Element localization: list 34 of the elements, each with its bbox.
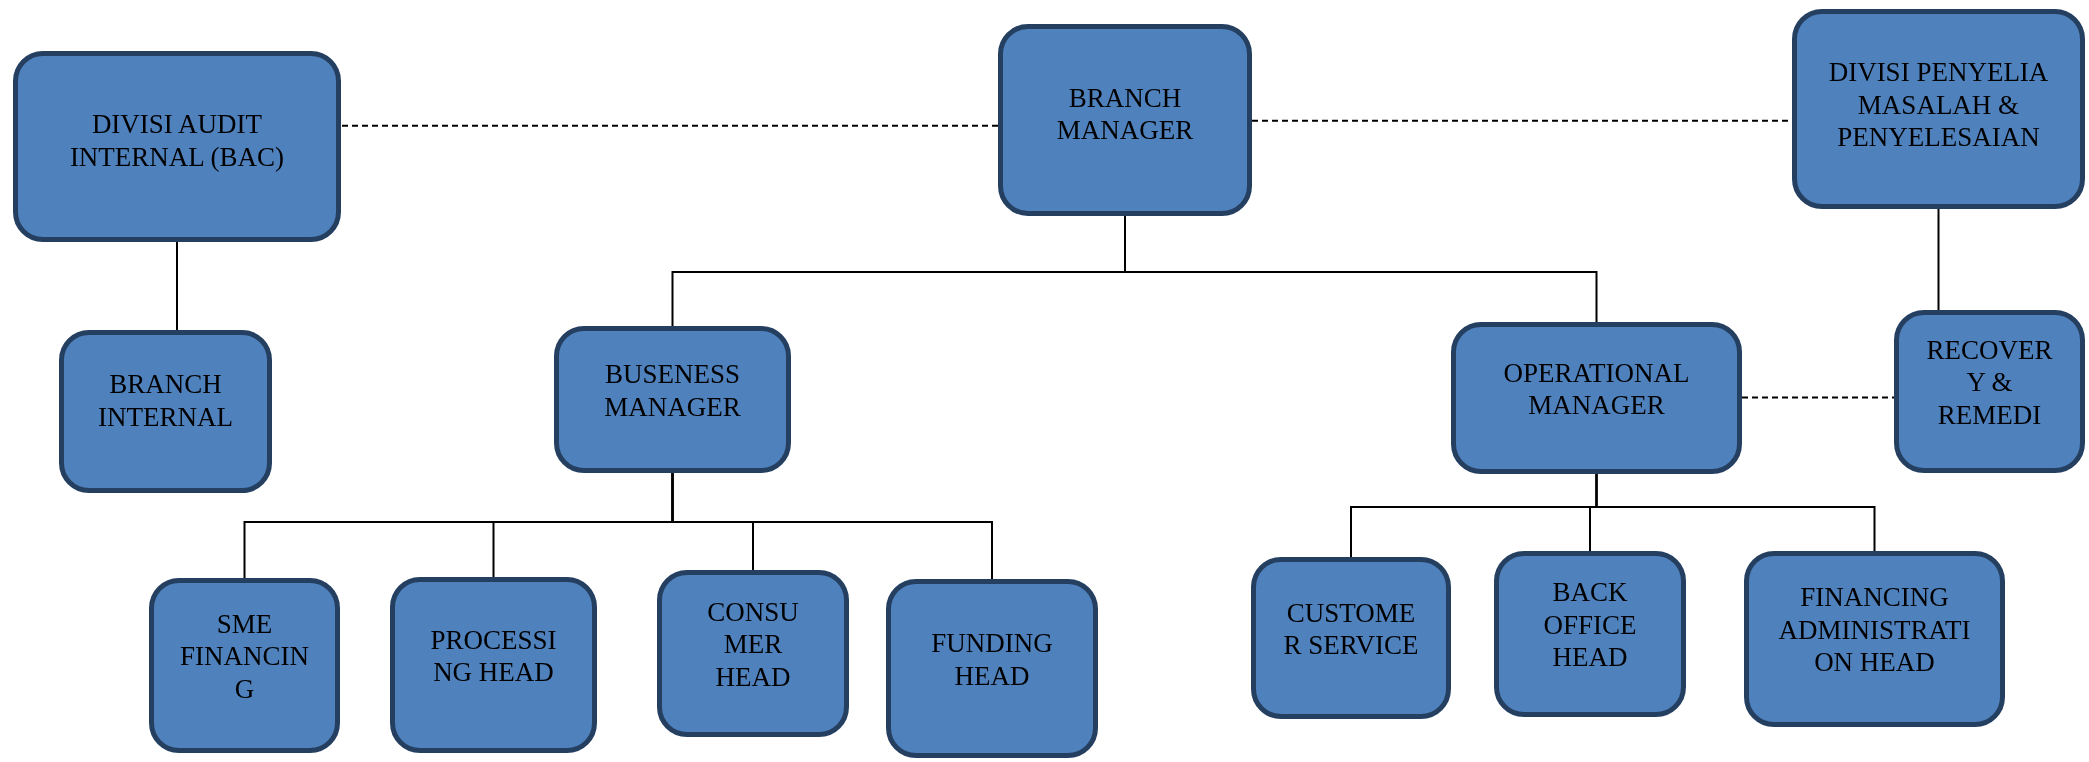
org-box [149, 578, 340, 753]
box-label: RECOVERY & REMEDI [1925, 333, 2054, 432]
box-label: BRANCH INTERNAL [97, 368, 234, 433]
box-label: CUSTOMER SERVICE [1282, 596, 1420, 662]
box-label: SME FINANCING [179, 607, 310, 706]
org-box [59, 330, 272, 493]
connector [1595, 473, 1876, 552]
org-box [390, 577, 597, 753]
box-label: DIVISI PENYELIA MASALAH & PENYELESAIAN [1827, 56, 2050, 154]
connector [1937, 208, 1940, 311]
org-box [998, 24, 1252, 216]
org-box [1792, 9, 2085, 209]
org-box [657, 570, 849, 737]
box-label: BACK OFFICE HEAD [1542, 576, 1638, 674]
org-box [1494, 551, 1686, 717]
dashed-connector [1741, 396, 1895, 399]
box-label: FUNDING HEAD [930, 627, 1054, 692]
box-label: CONSUMER HEAD [706, 595, 800, 694]
dashed-connector [340, 124, 999, 127]
connector [671, 472, 993, 580]
org-box [1251, 557, 1451, 719]
box-label: BRANCH MANAGER [1055, 81, 1195, 147]
org-box [1744, 551, 2005, 727]
box-label: FINANCING ADMINISTRATION HEAD [1777, 581, 1972, 679]
box-label: OPERATIONAL MANAGER [1502, 356, 1691, 422]
box-label: PROCESSING HEAD [429, 623, 558, 689]
org-box [1451, 322, 1742, 474]
box-label: BUSENESS MANAGER [603, 358, 742, 423]
org-box [886, 579, 1098, 758]
org-box [13, 51, 341, 242]
org-box [554, 326, 791, 473]
connector [176, 241, 178, 331]
org-box [1894, 310, 2085, 473]
box-label: DIVISI AUDIT INTERNAL (BAC) [68, 108, 286, 173]
